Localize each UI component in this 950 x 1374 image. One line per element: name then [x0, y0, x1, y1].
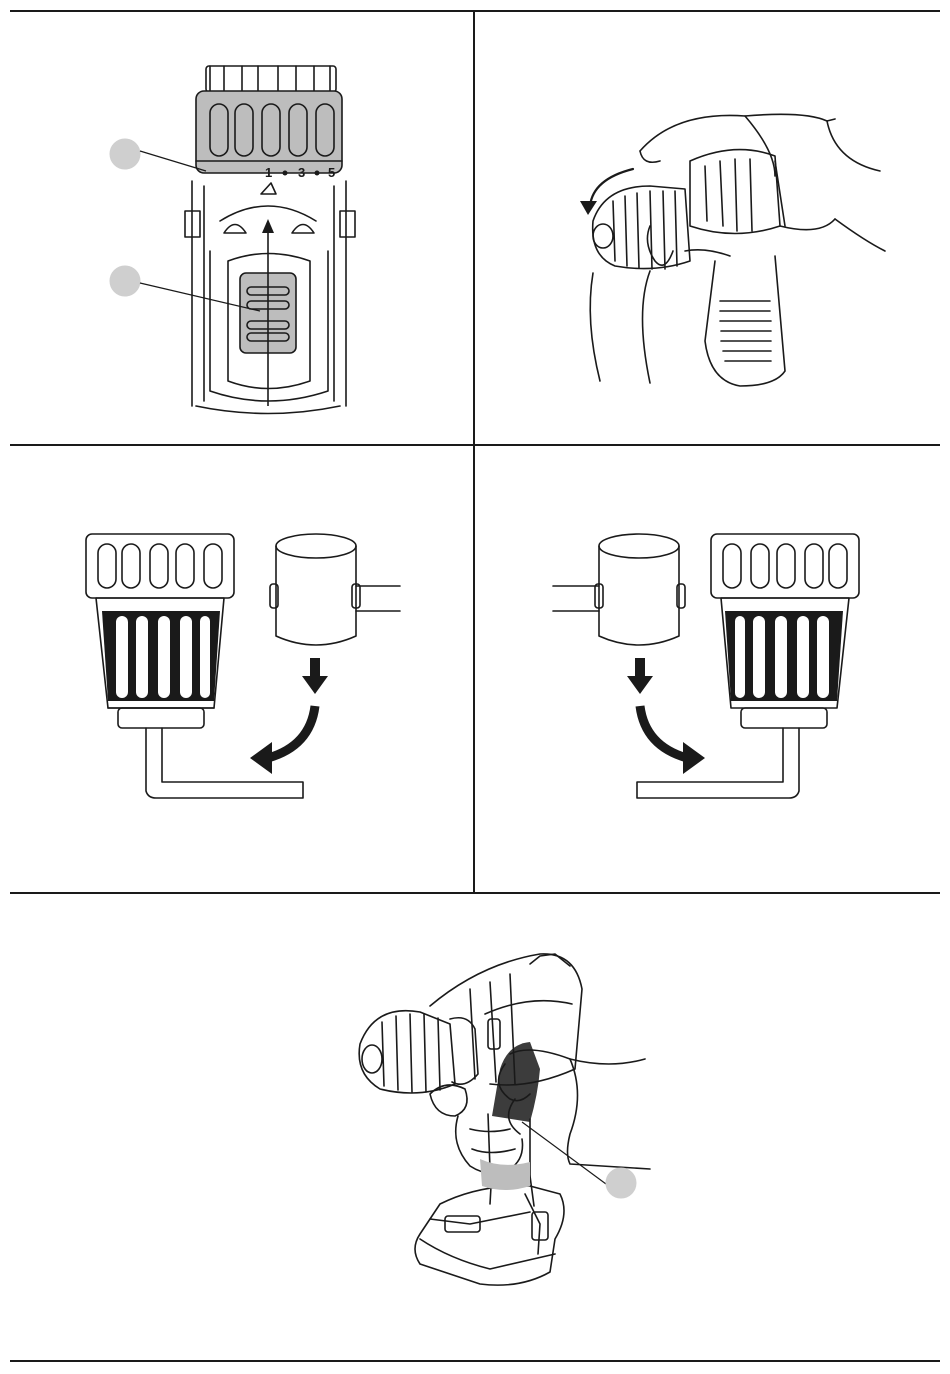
bottom-rule [10, 1360, 940, 1362]
callout-collar [110, 139, 140, 169]
collar-scale-3: 3 [298, 165, 305, 180]
callout-speed-selector [110, 266, 140, 296]
callout-grip [606, 1168, 636, 1198]
chuck-removal-illustration [10, 446, 473, 892]
chuck-hand-illustration [475, 11, 940, 444]
figure-clutch-collar: 1 3 5 [10, 11, 473, 444]
chuck-install-illustration [475, 446, 940, 892]
rotation-arrow-head [580, 201, 597, 215]
figure-chuck-hand-tighten [475, 11, 940, 444]
left-curved-arrow-head [250, 742, 272, 774]
collar-scale-1: 1 [265, 165, 272, 180]
figure-chuck-install-right [475, 446, 940, 892]
figure-drill-in-hand [10, 894, 940, 1360]
drill-hand-illustration [10, 894, 940, 1360]
clutch-collar-illustration: 1 3 5 [10, 11, 473, 444]
figure-chuck-removal-left [10, 446, 473, 892]
down-arrow [302, 676, 328, 694]
collar-scale-5: 5 [328, 165, 335, 180]
